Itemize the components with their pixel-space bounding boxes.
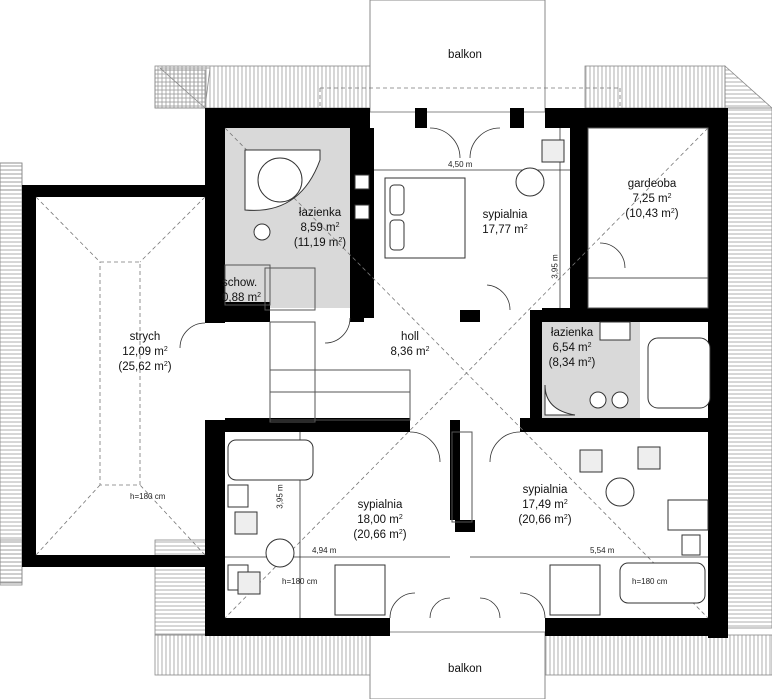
room-area: 17,77 m2 (482, 224, 528, 236)
dim-top-width: 4,50 m (448, 160, 473, 169)
roof-lines (35, 87, 709, 619)
room-name: sypialnia (522, 484, 568, 496)
dim-h-left: h=180 cm (282, 577, 318, 586)
bath-bottom-right (549, 499, 709, 616)
walls (22, 108, 728, 638)
room-lazienka-right: łazienka 6,54 m2 (8,34 m2) (532, 326, 612, 371)
room-strych: strych 12,09 m2 (25,62 m2) (100, 330, 190, 375)
room-sypialnia-top: sypialnia 17,77 m2 (470, 208, 540, 238)
dim-top-height: 3,95 m (550, 254, 560, 279)
dim-h-right: h=180 cm (632, 577, 668, 586)
bath-top (244, 149, 370, 241)
room-name: strych (129, 331, 161, 343)
room-gardeoba: gardeoba 7,25 m2 (10,43 m2) (612, 177, 692, 222)
room-area: 6,54 m2 (552, 342, 592, 354)
room-area: 12,09 m2 (122, 346, 168, 358)
room-area-total: (11,19 m2) (293, 237, 347, 249)
balcony-bottom (369, 631, 546, 699)
balcony-bottom-label: balkon (448, 663, 482, 675)
room-area: 8,59 m2 (300, 222, 340, 234)
bath-bottom-left (227, 439, 386, 616)
room-area-total: (8,34 m2) (548, 357, 596, 369)
room-sypialnia-left: sypialnia 18,00 m2 (20,66 m2) (340, 498, 420, 543)
room-area-total: (20,66 m2) (353, 529, 407, 541)
dim-h-strych: h=180 cm (130, 492, 166, 501)
room-name: łazienka (298, 207, 342, 219)
room-area-total: (20,66 m2) (518, 514, 572, 526)
room-name: sypialnia (357, 499, 403, 511)
room-area: 0,88 m2 (222, 292, 262, 304)
room-name: sypialnia (482, 209, 528, 221)
room-area-total: (10,43 m2) (625, 208, 679, 220)
room-area: 7,25 m2 (632, 193, 672, 205)
room-area: 18,00 m2 (357, 514, 403, 526)
room-area-total: (25,62 m2) (118, 361, 172, 373)
dim-right-width: 5,54 m (590, 546, 615, 555)
balcony-top (369, 0, 546, 113)
internal-lines (224, 127, 709, 523)
bath-right (544, 321, 711, 416)
room-lazienka-top: łazienka 8,59 m2 (11,19 m2) (280, 206, 360, 251)
chairs (234, 139, 661, 595)
room-area: 17,49 m2 (522, 499, 568, 511)
room-name: łazienka (550, 327, 594, 339)
room-name: holl (401, 331, 419, 343)
room-name: schow. (222, 277, 258, 289)
doors (179, 127, 626, 619)
dim-left-width: 4,94 m (312, 546, 337, 555)
roof-overhang (0, 65, 772, 676)
dim-left-height: 3,95 m (275, 484, 285, 509)
bed-top (384, 177, 466, 259)
room-name: gardeoba (627, 178, 677, 190)
room-schow: schow. 0,88 m2 (222, 276, 270, 306)
room-area: 8,36 m2 (390, 346, 430, 358)
room-sypialnia-right: sypialnia 17,49 m2 (20,66 m2) (505, 483, 585, 528)
balcony-top-label: balkon (448, 49, 482, 61)
room-holl: holl 8,36 m2 (375, 330, 445, 360)
